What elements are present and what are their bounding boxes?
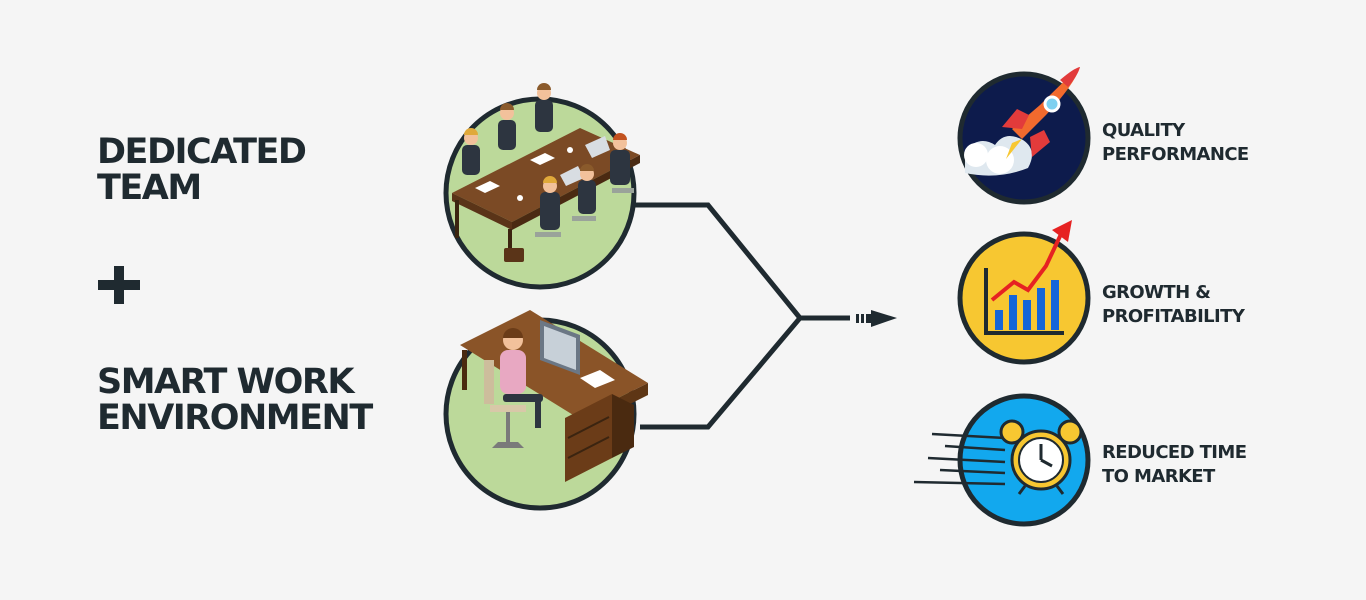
team-meeting-illustration [443, 83, 640, 290]
heading-line: DEDICATED [97, 132, 307, 172]
outcome-label-reduced-time: REDUCED TIME TO MARKET [1102, 441, 1247, 489]
outcome-line: TO MARKET [1102, 466, 1215, 487]
outcome-line: GROWTH & [1102, 282, 1211, 303]
merge-connector [635, 202, 804, 430]
outcome-line: REDUCED TIME [1102, 442, 1247, 463]
outcome-label-quality-performance: QUALITY PERFORMANCE [1102, 119, 1249, 167]
reduced-time-badge [913, 393, 1091, 527]
arrow-icon [856, 310, 897, 327]
connector-lines [635, 202, 850, 430]
dedicated-team-heading: DEDICATED TEAM [97, 132, 307, 208]
outcome-line: PROFITABILITY [1102, 306, 1245, 327]
work-desk-illustration [443, 310, 648, 511]
speed-lines-icon [913, 432, 1006, 486]
alarm-clock-icon [999, 419, 1083, 495]
outcome-line: QUALITY [1102, 120, 1185, 141]
outcome-label-growth-profitability: GROWTH & PROFITABILITY [1102, 281, 1245, 329]
heading-line: SMART WORK [97, 362, 354, 402]
heading-line: ENVIRONMENT [97, 398, 373, 438]
smart-work-environment-heading: SMART WORK ENVIRONMENT [97, 362, 373, 438]
outcome-line: PERFORMANCE [1102, 144, 1249, 165]
rocket-icon [964, 67, 1080, 176]
plus-icon [98, 266, 140, 304]
quality-performance-badge [957, 67, 1091, 205]
heading-line: TEAM [97, 168, 202, 208]
growth-chart-icon [984, 220, 1072, 335]
growth-profitability-badge [957, 220, 1091, 365]
